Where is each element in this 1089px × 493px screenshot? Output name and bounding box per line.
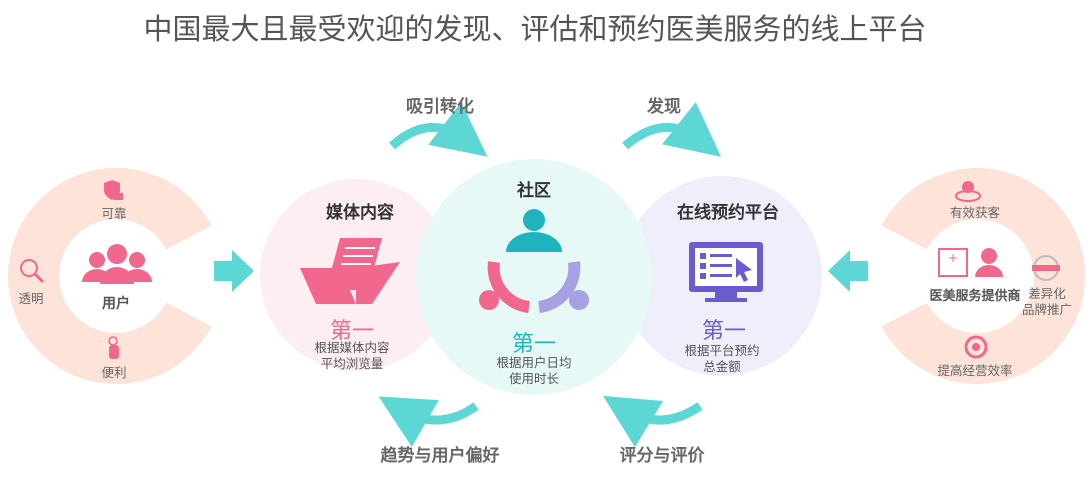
page-title: 中国最大且最受欢迎的发现、评估和预约医美服务的线上平台	[143, 12, 927, 46]
media-rank: 第一	[329, 319, 375, 344]
magnifier-icon	[20, 259, 45, 284]
curved-arrow-icon	[378, 396, 479, 447]
community-circle	[416, 159, 652, 395]
step-label: 评分与评价	[619, 446, 705, 466]
step-label: 发现	[647, 97, 681, 117]
feature-label: 品牌推广	[1021, 302, 1073, 317]
svg-text:+: +	[948, 251, 958, 265]
platform-rank: 第一	[701, 319, 747, 344]
tap-finger-icon	[108, 336, 119, 359]
hospital-doctor-icon: +	[938, 248, 1003, 277]
media-desc: 根据媒体内容	[314, 340, 390, 355]
media-title: 媒体内容	[326, 203, 394, 223]
users-icon	[82, 244, 152, 284]
gear-cycle-icon	[964, 335, 988, 359]
media-desc: 平均浏览量	[320, 356, 384, 371]
brand-badge-icon	[1032, 255, 1060, 281]
curved-arrow-icon	[389, 102, 488, 157]
platform-desc: 根据平台预约	[684, 343, 760, 358]
feature-label: 有效获客	[949, 205, 1001, 220]
community-desc: 根据用户日均	[496, 355, 572, 370]
feature-label: 可靠	[101, 206, 127, 221]
media-document-icon	[300, 238, 400, 304]
monitor-booking-icon	[689, 242, 763, 302]
users-label: 用户	[102, 296, 130, 312]
community-people-icon	[479, 209, 589, 313]
community-rank: 第一	[511, 332, 557, 357]
feature-label: 透明	[18, 291, 44, 306]
right-arrow-icon	[214, 250, 254, 292]
feature-label: 差异化	[1028, 286, 1066, 301]
feature-label: 提高经营效率	[937, 363, 1013, 378]
shield-thumb-icon	[104, 180, 123, 200]
curved-arrow-icon	[622, 102, 722, 157]
providers-label: 医美服务提供商	[929, 289, 1021, 304]
community-desc: 使用时长	[508, 371, 560, 386]
feature-label: 便利	[101, 365, 127, 380]
curved-arrow-icon	[602, 395, 703, 448]
platform-desc: 总金额	[703, 359, 741, 374]
platform-title: 在线预约平台	[677, 203, 779, 223]
left-arrow-icon	[828, 250, 868, 292]
step-label: 吸引转化	[406, 97, 474, 117]
community-title: 社区	[517, 181, 551, 201]
customers-icon	[955, 181, 981, 202]
step-label: 趋势与用户偏好	[380, 446, 500, 466]
